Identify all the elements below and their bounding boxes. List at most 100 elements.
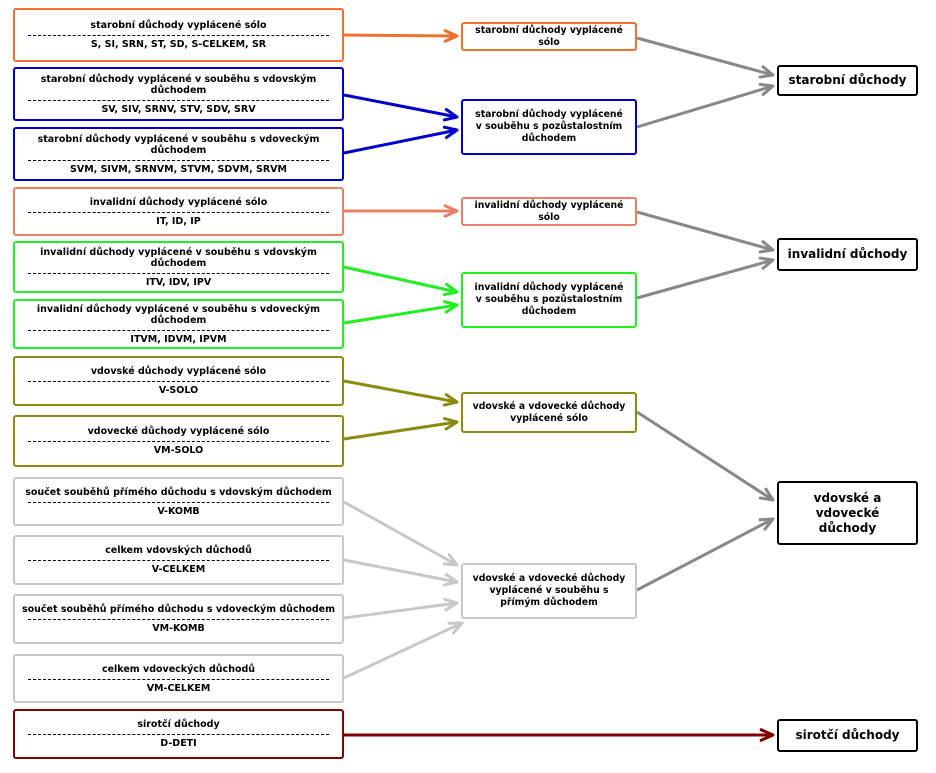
- source-title: invalidní důchody vyplácené sólo: [89, 196, 268, 208]
- source-codes: ITV, IDV, IPV: [145, 276, 212, 288]
- source-box-vdovske-solo: vdovské důchody vyplácené sólo V-SOLO: [13, 356, 344, 406]
- source-box-starobni-vdovsky: starobní důchody vyplácené v souběhu s v…: [13, 67, 344, 121]
- arrow-m0-to-f0: [636, 36, 775, 79]
- arrowhead-icon: [758, 82, 775, 97]
- dashed-divider: [28, 272, 329, 274]
- final-box-invalidni: invalidní důchody: [777, 238, 918, 271]
- connector-line: [343, 558, 458, 584]
- arrowhead-icon: [759, 728, 775, 742]
- source-box-sirotci: sirotčí důchody D-DETI: [13, 709, 344, 759]
- dashed-divider: [28, 329, 329, 331]
- mid-box-vdovske-solo: vdovské a vdovecké důchody vyplácené sól…: [461, 392, 637, 433]
- mid-label: vdovské a vdovecké důchody vyplácené v s…: [472, 573, 626, 608]
- arrow-m3-to-f1: [636, 256, 775, 300]
- final-box-vdovske: vdovské a vdovecké důchody: [777, 481, 918, 545]
- source-box-invalidni-vdovecky: invalidní důchody vyplácené v souběhu s …: [13, 299, 344, 349]
- arrow-s7-to-m4: [343, 417, 459, 441]
- dashed-divider: [28, 560, 329, 561]
- arrowhead-icon: [442, 108, 459, 122]
- source-title: součet souběhů přímého důchodu s vdoveck…: [21, 604, 336, 615]
- source-title: invalidní důchody vyplácené v souběhu s …: [40, 246, 317, 269]
- arrow-s10-to-m5: [343, 597, 459, 620]
- arrow-m2-to-f1: [636, 210, 775, 254]
- connector-line: [343, 621, 463, 680]
- arrow-s0-to-m0: [343, 29, 459, 43]
- dashed-divider: [28, 678, 329, 680]
- source-title: sirotčí důchody: [137, 719, 220, 730]
- source-title: celkem vdoveckých důchodů: [101, 663, 256, 675]
- dashed-divider: [28, 99, 329, 101]
- arrowhead-icon: [442, 417, 459, 431]
- arrowhead-icon: [442, 300, 459, 314]
- source-codes: SV, SIV, SRNV, STV, SDV, SRV: [101, 103, 256, 115]
- dashed-divider: [28, 501, 329, 503]
- mid-label: starobní důchody vyplácené sólo: [475, 24, 623, 48]
- connector-line: [343, 93, 458, 119]
- source-box-v-celkem: celkem vdovských důchodů V-CELKEM: [13, 535, 344, 585]
- source-codes: VM-CELKEM: [146, 682, 211, 694]
- source-box-starobni-vdovecky: starobní důchody vyplácené v souběhu s v…: [13, 127, 344, 181]
- connector-line: [636, 84, 774, 129]
- arrow-s4-to-m3: [343, 265, 459, 297]
- source-codes: SVM, SIVM, SRNVM, STVM, SDVM, SRVM: [70, 163, 287, 175]
- connector-line: [343, 500, 458, 567]
- arrowhead-icon: [442, 393, 459, 407]
- arrowhead-icon: [758, 256, 775, 270]
- arrow-s12-to-f3: [344, 728, 775, 742]
- source-title: invalidní důchody vyplácené v souběhu s …: [36, 303, 321, 326]
- source-box-vm-komb: součet souběhů přímého důchodu s vdoveck…: [13, 594, 344, 644]
- source-title: vdovecké důchody vyplácené sólo: [87, 426, 270, 437]
- arrow-s11-to-m5: [343, 621, 464, 680]
- dashed-divider: [28, 734, 329, 735]
- arrow-s5-to-m3: [343, 300, 459, 325]
- connector-line: [343, 265, 458, 294]
- source-box-invalidni-solo: invalidní důchody vyplácené sólo IT, ID,…: [13, 187, 344, 236]
- source-codes: VM-KOMB: [152, 623, 205, 634]
- final-box-starobni: starobní důchody: [777, 65, 918, 96]
- connector-line: [636, 517, 774, 592]
- dashed-divider: [28, 619, 329, 620]
- arrowhead-icon: [447, 621, 464, 635]
- arrow-m4-to-f2: [636, 410, 775, 502]
- connector-line: [636, 36, 774, 77]
- source-title: starobní důchody vyplácené v souběhu s v…: [37, 133, 320, 156]
- connector-line: [343, 379, 458, 404]
- source-codes: VM-SOLO: [153, 445, 204, 456]
- source-title: součet souběhů přímého důchodu s vdovský…: [25, 486, 332, 498]
- dashed-divider: [28, 441, 329, 442]
- arrowhead-icon: [442, 553, 459, 567]
- arrowhead-icon: [443, 29, 459, 43]
- mid-label: starobní důchody vyplácené v souběhu s p…: [475, 109, 623, 144]
- dashed-divider: [28, 381, 329, 382]
- source-codes: V-CELKEM: [151, 564, 206, 575]
- arrowhead-icon: [758, 487, 775, 502]
- dashed-divider: [28, 35, 329, 36]
- connector-line: [343, 601, 458, 620]
- mid-box-starobni-soubeh: starobní důchody vyplácené v souběhu s p…: [461, 99, 637, 155]
- final-label: invalidní důchody: [787, 247, 908, 261]
- mid-label: invalidní důchody vyplácené sólo: [474, 199, 624, 223]
- arrowhead-icon: [442, 125, 459, 140]
- final-box-sirotci: sirotčí důchody: [777, 719, 918, 752]
- final-label: sirotčí důchody: [795, 728, 900, 742]
- connector-line: [343, 33, 458, 38]
- source-title: celkem vdovských důchodů: [105, 545, 252, 556]
- mid-box-invalidni-solo: invalidní důchody vyplácené sólo: [461, 197, 637, 226]
- arrow-s1-to-m1: [343, 93, 459, 122]
- source-box-vdovecke-solo: vdovecké důchody vyplácené sólo VM-SOLO: [13, 415, 344, 467]
- mid-box-starobni-solo: starobní důchody vyplácené sólo: [461, 22, 637, 51]
- mid-box-vdovske-soubeh: vdovské a vdovecké důchody vyplácené v s…: [461, 563, 637, 619]
- source-box-starobni-solo: starobní důchody vyplácené sólo S, SI, S…: [13, 8, 344, 62]
- arrow-s2-to-m1: [343, 125, 459, 155]
- source-codes: V-KOMB: [157, 505, 200, 517]
- arrowhead-icon: [758, 517, 775, 531]
- arrowhead-icon: [443, 204, 459, 218]
- final-label: vdovské a vdovecké důchody: [813, 490, 882, 535]
- mid-label: invalidní důchody vyplácené v souběhu s …: [474, 282, 624, 317]
- dashed-divider: [28, 159, 329, 161]
- source-box-invalidni-vdovsky: invalidní důchody vyplácené v souběhu s …: [13, 241, 344, 293]
- mid-label: vdovské a vdovecké důchody vyplácené sól…: [472, 400, 626, 424]
- source-box-vm-celkem: celkem vdoveckých důchodů VM-CELKEM: [13, 654, 344, 703]
- arrow-s6-to-m4: [343, 379, 459, 407]
